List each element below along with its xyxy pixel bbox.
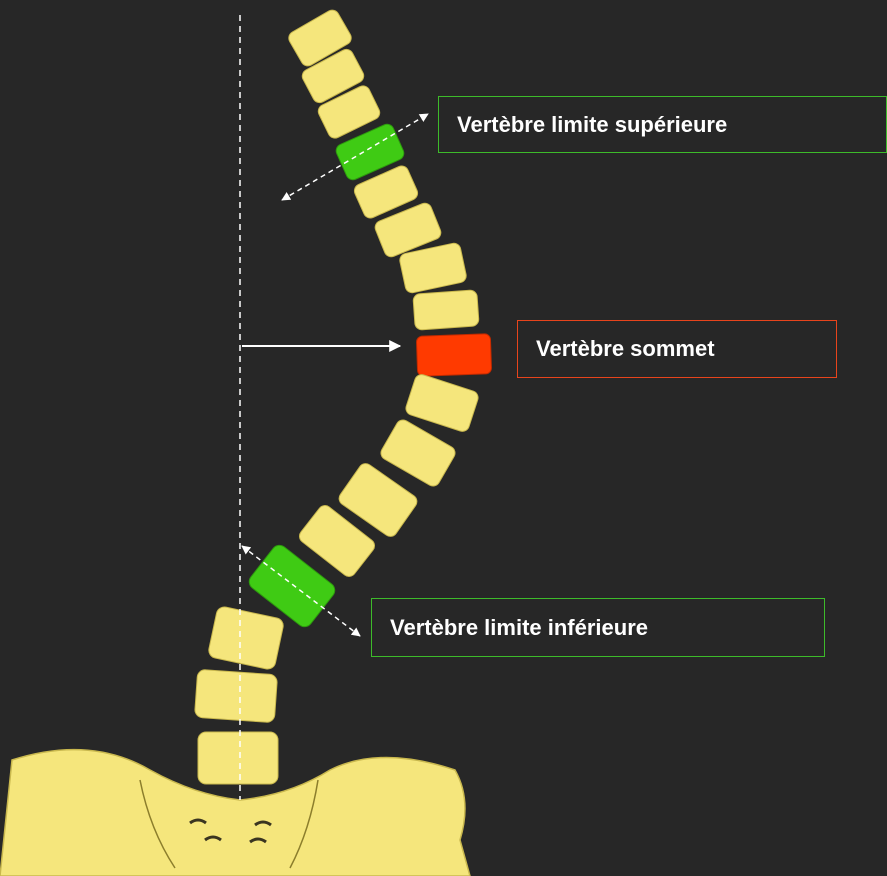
- apex-vertebra: [416, 334, 491, 377]
- vertebra: [194, 669, 277, 722]
- vertebra: [378, 417, 457, 488]
- vertebra: [207, 605, 284, 670]
- lower-end-vertebra-label: Vertèbre limite inférieure: [371, 598, 825, 657]
- upper-end-vertebra-label: Vertèbre limite supérieure: [438, 96, 887, 153]
- upper-end-vertebra-text: Vertèbre limite supérieure: [457, 112, 727, 138]
- vertebra: [404, 373, 480, 433]
- vertebra: [413, 290, 479, 330]
- apex-vertebra-text: Vertèbre sommet: [536, 336, 715, 362]
- lower-end-vertebra-text: Vertèbre limite inférieure: [390, 615, 648, 641]
- vertebra: [198, 732, 278, 784]
- apex-vertebra-label: Vertèbre sommet: [517, 320, 837, 378]
